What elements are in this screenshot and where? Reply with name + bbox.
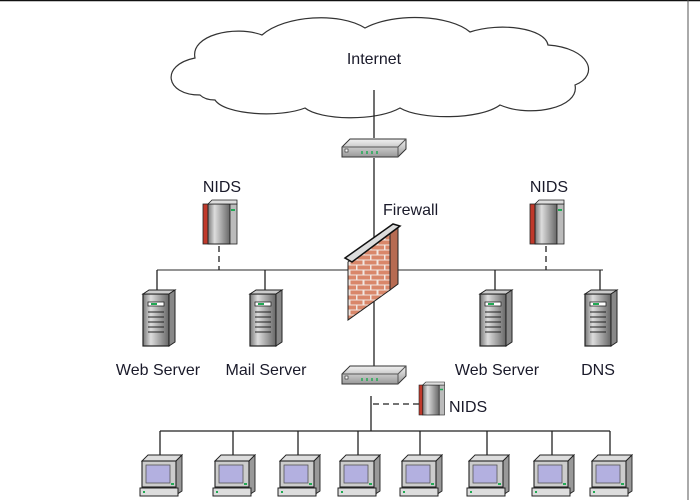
workstation-icon <box>399 454 443 497</box>
internet-label: Internet <box>347 51 402 68</box>
internal-router-icon <box>341 365 407 385</box>
workstation-icon <box>589 454 633 497</box>
dns-server-icon <box>584 289 618 347</box>
nids-left-icon <box>202 199 238 245</box>
workstation-icon <box>212 454 256 497</box>
dns-label: DNS <box>581 362 615 379</box>
web-server-2-icon <box>479 289 513 347</box>
nids-bottom-label: NIDS <box>449 399 487 416</box>
workstation-icon <box>531 454 575 497</box>
workstation-icon <box>277 454 321 497</box>
web-server-2-label: Web Server <box>455 362 540 379</box>
workstation-icon <box>466 454 510 497</box>
nids-bottom-icon <box>418 381 445 416</box>
internet-cloud <box>170 16 589 119</box>
mail-server-icon <box>249 289 283 347</box>
web-server-1-icon <box>142 289 176 347</box>
workstation-icon <box>337 454 381 497</box>
web-server-1-label: Web Server <box>116 362 201 379</box>
workstations <box>139 431 633 497</box>
firewall-label: Firewall <box>383 202 438 219</box>
workstation-icon <box>139 454 183 497</box>
nids-right-label: NIDS <box>530 179 568 196</box>
mail-server-label: Mail Server <box>226 362 308 379</box>
firewall-icon <box>343 223 402 321</box>
edge-router-icon <box>341 138 407 158</box>
nids-left-label: NIDS <box>203 179 241 196</box>
nids-right-icon <box>529 199 565 245</box>
